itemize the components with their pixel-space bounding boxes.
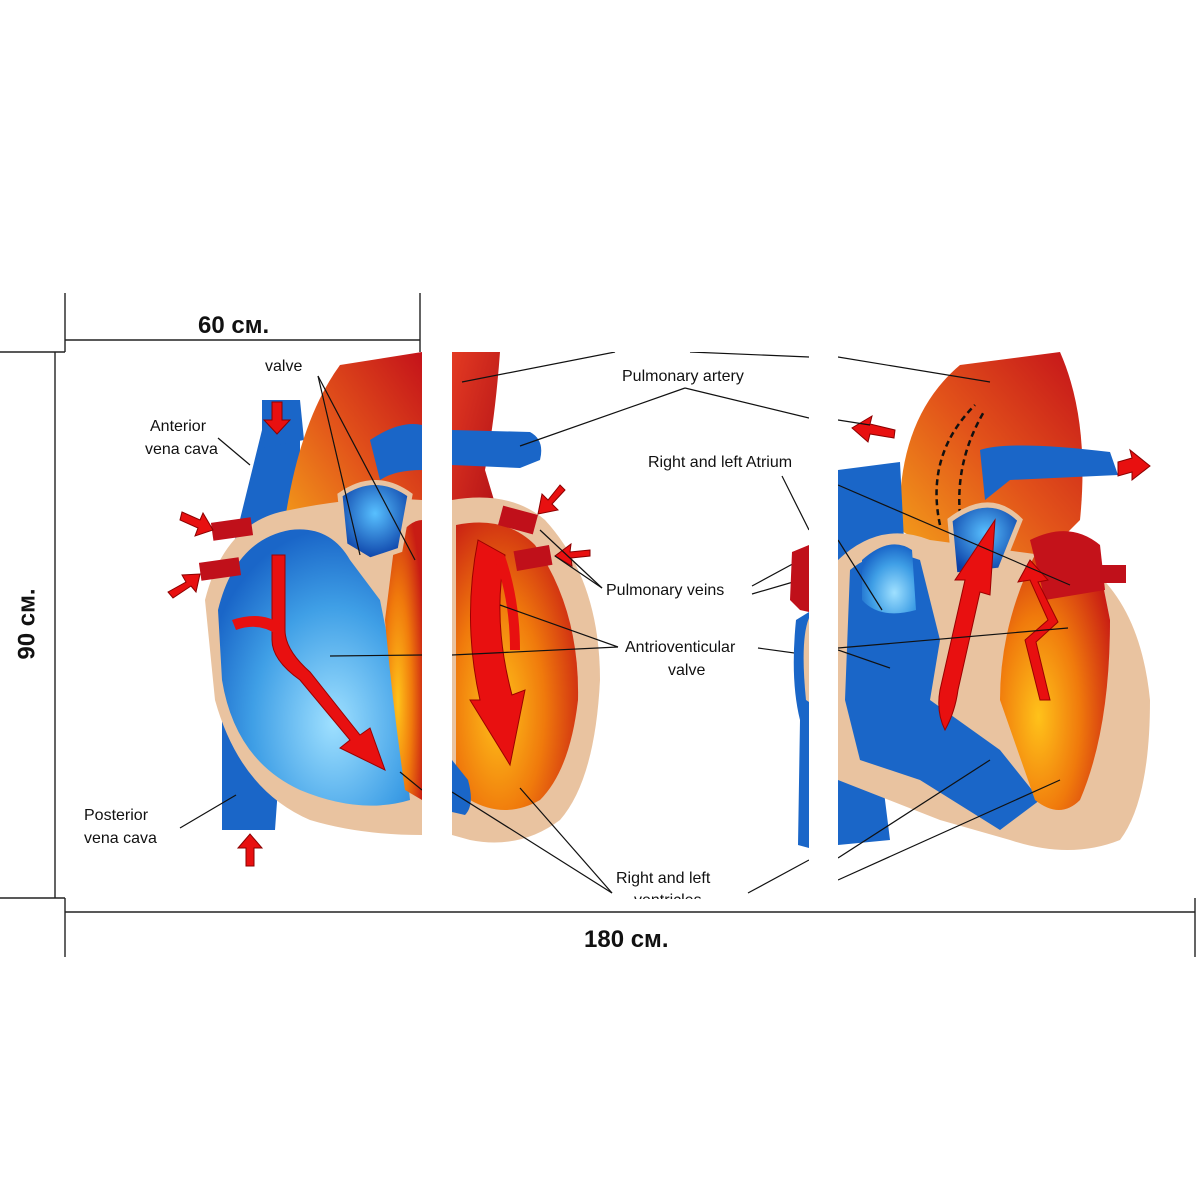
label-pulmonary-veins: Pulmonary veins [606,582,724,599]
label-pulmonary-artery: Pulmonary artery [622,368,744,385]
panel-1 [65,352,422,898]
dimension-total-width: 180 см. [584,926,669,953]
label-posterior-vena-cava-line2: vena cava [84,830,157,847]
label-right-left-atrium: Right and left Atrium [648,454,792,471]
label-anterior-vena-cava-line2: vena cava [145,441,218,458]
label-ventricles-line2: ventricles [634,892,702,909]
dimension-lines [0,293,1196,957]
label-valve: valve [265,358,302,375]
label-anterior-vena-cava-line1: Anterior [150,418,207,435]
label-ventricles-line1: Right and left [616,870,711,887]
label-posterior-vena-cava-line1: Posterior [84,807,149,824]
dimension-panel-width: 60 см. [198,312,270,339]
panel-2 [452,352,809,898]
label-av-valve-line1: Antrioventicular [625,639,736,656]
label-av-valve-line2: valve [668,662,705,679]
dimension-height: 90 см. [13,588,41,660]
panel-3 [838,352,1195,898]
